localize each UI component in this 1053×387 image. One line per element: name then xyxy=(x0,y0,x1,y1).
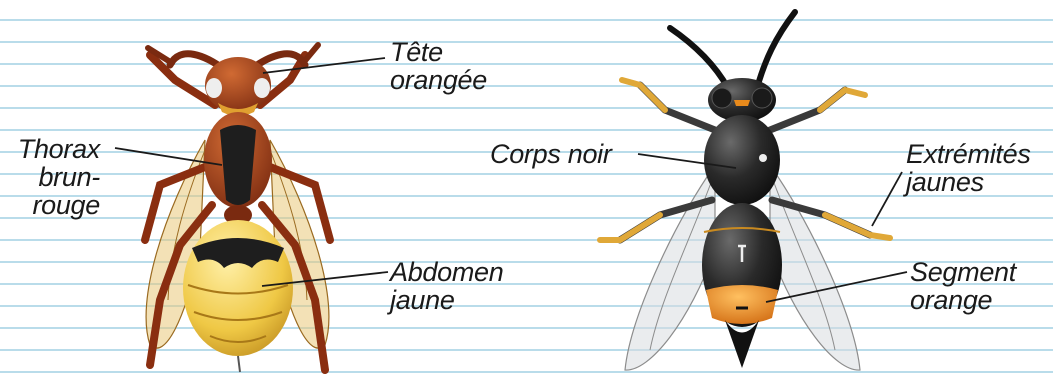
orange-segment-label: Segment orange xyxy=(910,258,1016,314)
black-body-label: Corps noir xyxy=(490,140,612,168)
asian-hornet xyxy=(600,12,890,370)
thorax-label: Thorax brun- rouge xyxy=(8,135,100,219)
yellow-extremities-label: Extrémités jaunes xyxy=(906,140,1031,196)
european-hornet xyxy=(145,45,330,372)
head-label: Tête orangée xyxy=(390,38,487,94)
abdomen-label: Abdomen jaune xyxy=(390,258,503,314)
